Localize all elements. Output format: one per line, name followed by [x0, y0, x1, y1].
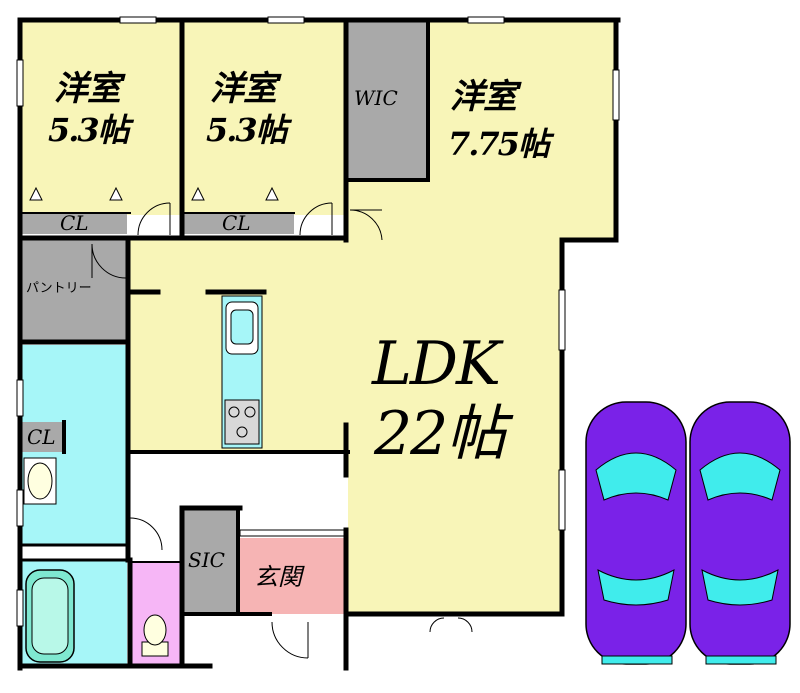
bathtub-icon [25, 569, 75, 663]
western-room-1-fill [22, 22, 182, 215]
car-icon [689, 401, 791, 665]
western-room-1-size: 5.3帖 [48, 111, 130, 149]
sic-fill [184, 508, 238, 614]
entrance-label: 玄関 [254, 563, 302, 591]
cl2-fill [184, 212, 294, 234]
pantry-label: パントリー [26, 281, 92, 296]
washbasin-icon [23, 457, 57, 505]
closet-markers [29, 186, 279, 201]
western-room-2-name: 洋室 [210, 69, 277, 109]
toilet-icon [141, 614, 169, 657]
western-room-3-size: 7.75帖 [448, 125, 550, 163]
wic-label: WIC [354, 86, 398, 110]
ldk-fill [128, 240, 562, 452]
pantry-fill [22, 240, 127, 340]
stove-icon [224, 399, 260, 445]
windows [16, 16, 620, 627]
cl3-fill [22, 422, 64, 452]
sic-label: SIC [188, 548, 225, 572]
western-room-2-fill [184, 22, 346, 215]
cl3-label: CL [27, 425, 56, 449]
ldk-size: 22帖 [374, 399, 506, 469]
cl2-label: CL [222, 211, 251, 235]
western-room-3-name: 洋室 [450, 77, 517, 117]
wic-fill [348, 22, 428, 180]
cl1-fill [22, 212, 127, 234]
western-room-2-size: 5.3帖 [206, 111, 288, 149]
door-swings [91, 202, 473, 659]
ldk-name: LDK [372, 329, 501, 399]
car-icon [585, 401, 687, 665]
sink-icon [225, 301, 259, 355]
western-room-1-name: 洋室 [54, 69, 121, 109]
hall-fill [348, 180, 614, 242]
ldk-fill-lower [348, 452, 562, 614]
cl1-label: CL [60, 211, 89, 235]
entrance-fill [240, 538, 346, 614]
